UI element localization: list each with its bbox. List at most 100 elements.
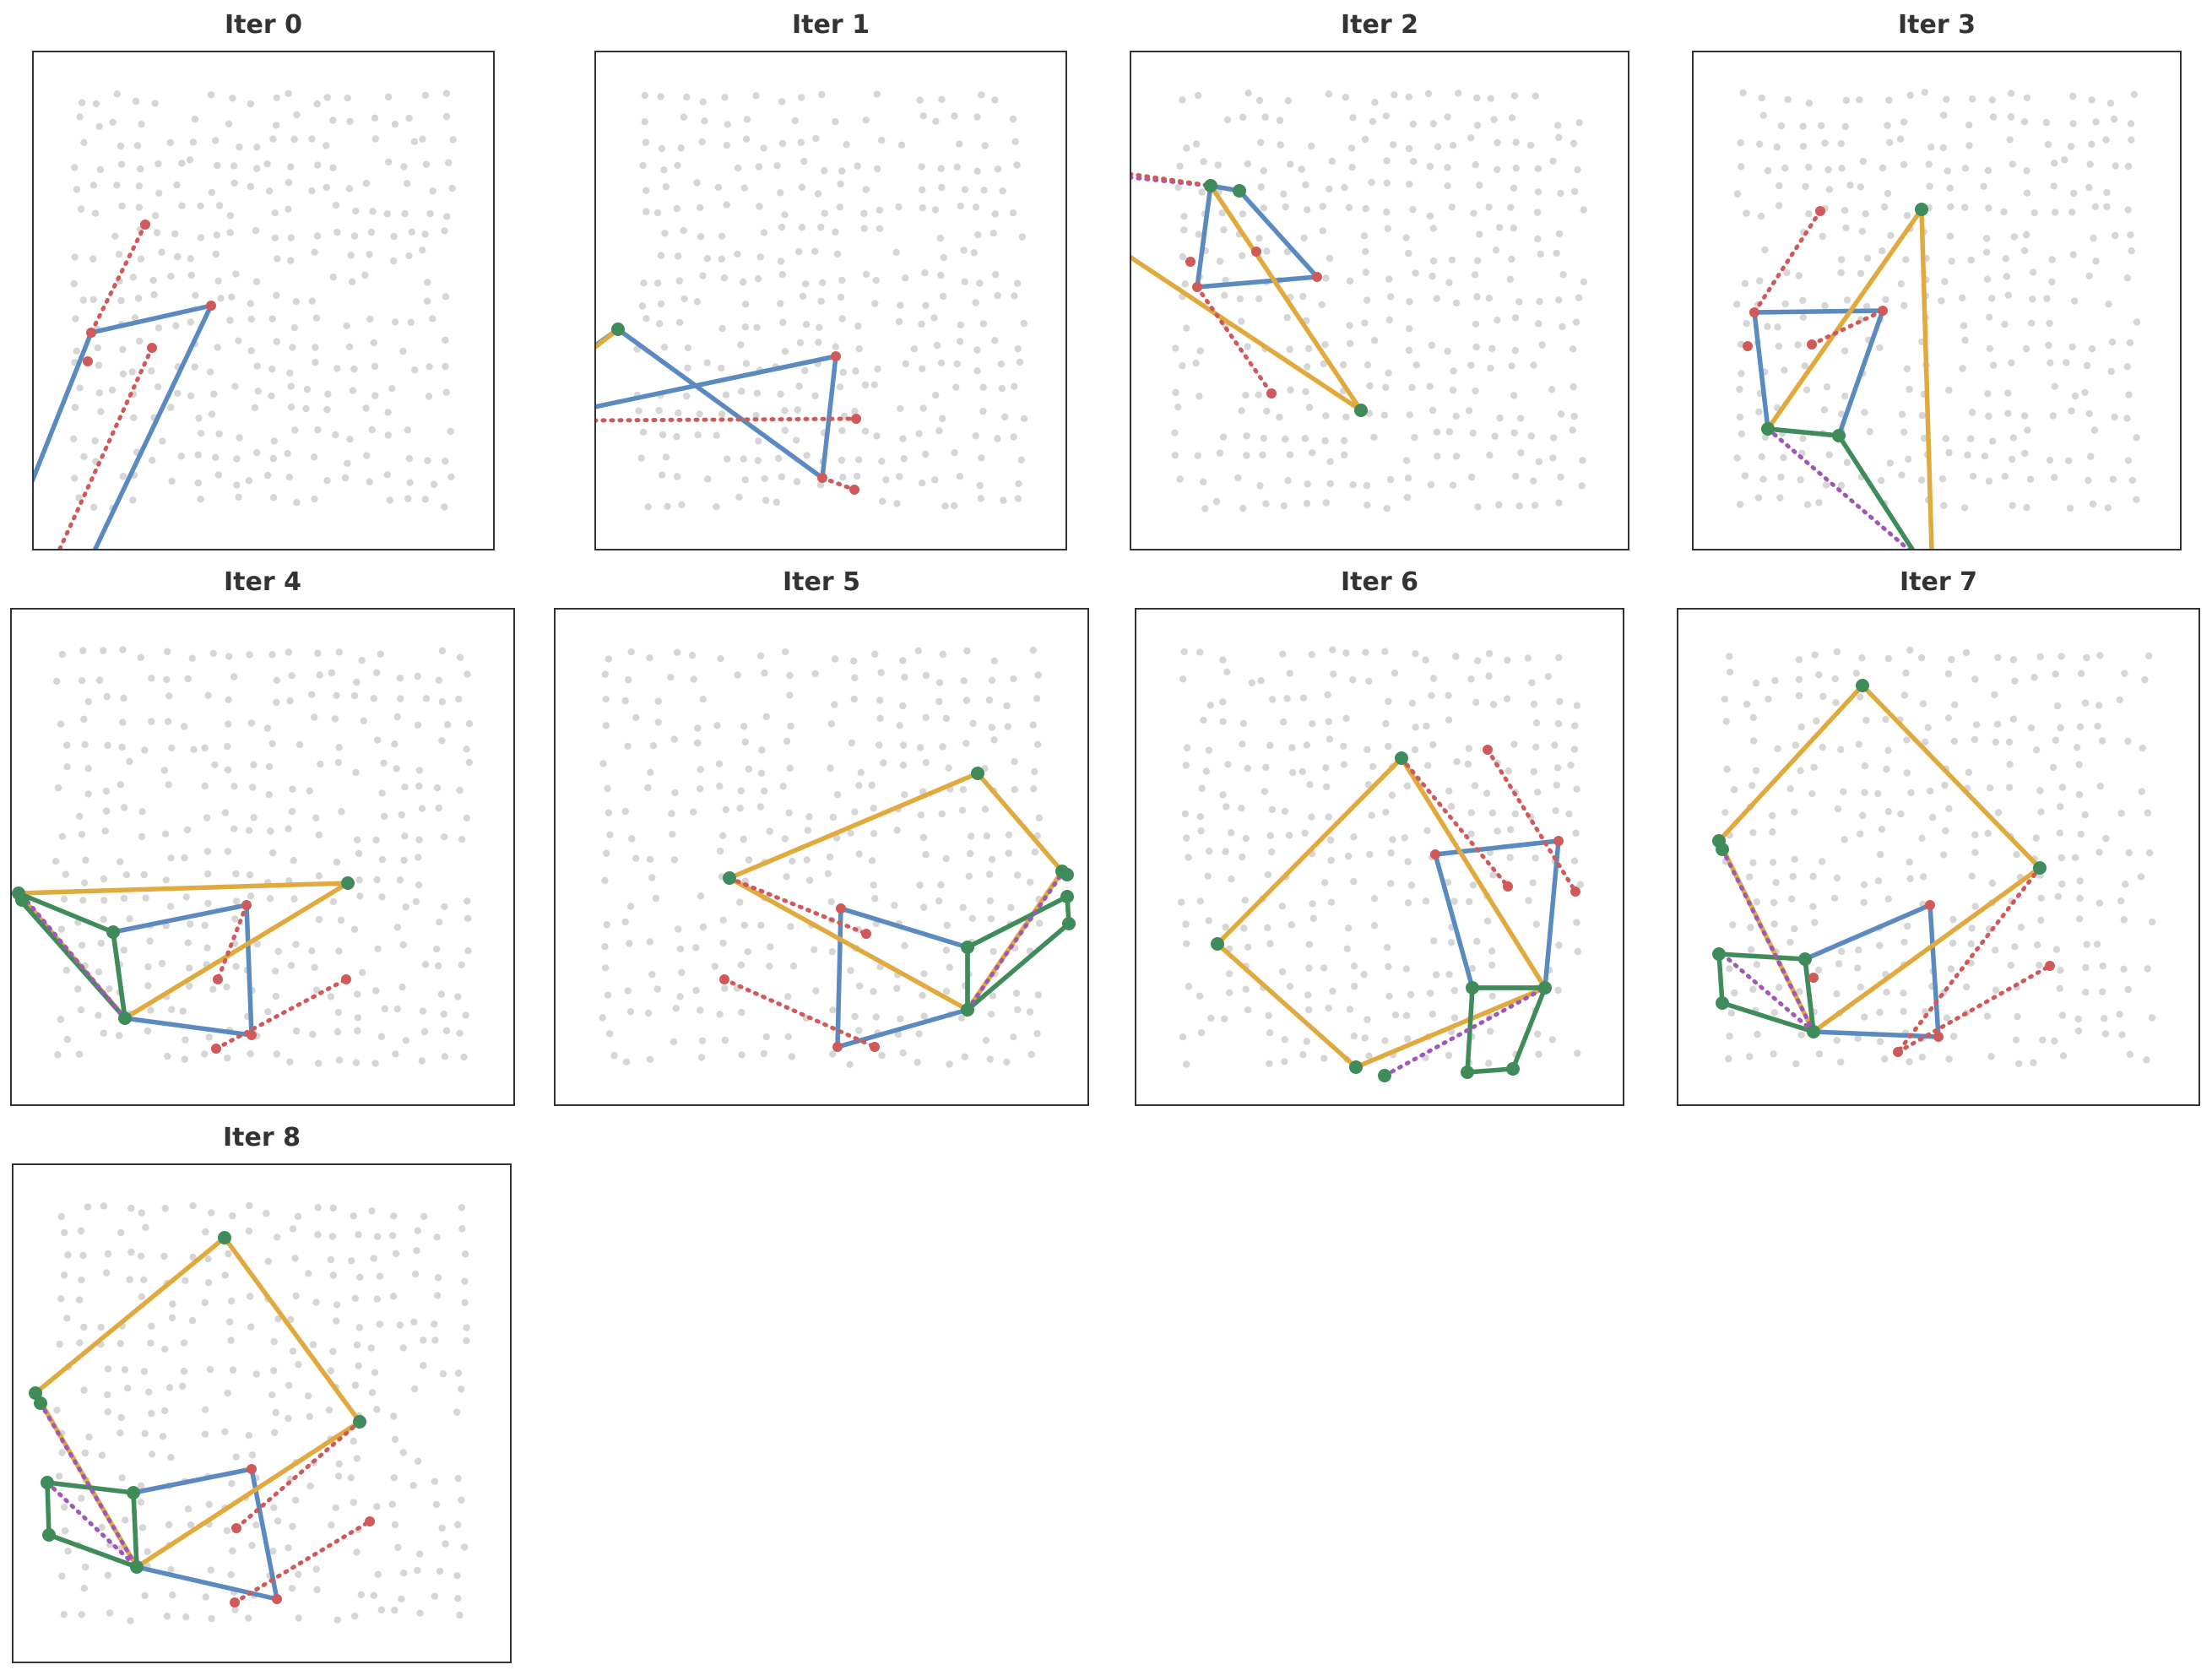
background-point: [126, 1276, 133, 1283]
background-point: [1532, 920, 1540, 928]
red-node: [1743, 341, 1753, 351]
background-point: [2145, 652, 2153, 659]
background-point: [1965, 768, 1972, 776]
background-point: [2081, 388, 2089, 396]
background-point: [1476, 182, 1483, 189]
background-point: [920, 1012, 928, 1020]
background-point: [229, 1212, 236, 1220]
background-point: [2116, 1011, 2123, 1018]
background-point: [458, 1496, 465, 1504]
background-point: [1731, 989, 1738, 997]
background-point: [1924, 724, 1932, 731]
background-point: [192, 291, 199, 300]
background-point: [2042, 118, 2050, 127]
background-point: [690, 675, 697, 683]
background-point: [2069, 251, 2077, 258]
background-point: [164, 648, 171, 655]
background-point: [1404, 858, 1412, 865]
background-point: [870, 881, 877, 889]
red-dotted-line: [1809, 308, 1885, 347]
background-point: [871, 650, 879, 658]
background-point: [1496, 414, 1504, 422]
background-point: [404, 495, 412, 502]
background-point: [333, 1616, 341, 1624]
background-point: [274, 1517, 282, 1525]
background-point: [202, 1228, 209, 1236]
background-point: [965, 872, 973, 880]
background-point: [1429, 1011, 1436, 1018]
background-point: [1389, 141, 1397, 149]
background-point: [1409, 120, 1417, 128]
background-point: [878, 497, 886, 505]
background-point: [1824, 165, 1832, 174]
background-point: [2085, 272, 2093, 279]
background-point: [1445, 970, 1453, 979]
background-point: [1184, 744, 1191, 751]
background-point: [1302, 181, 1309, 189]
background-point: [922, 671, 930, 680]
background-point: [214, 277, 222, 285]
background-point: [191, 115, 199, 123]
background-point: [415, 783, 423, 790]
background-point: [78, 941, 86, 949]
background-point: [390, 232, 398, 241]
background-point: [2124, 985, 2132, 994]
background-point: [2023, 504, 2030, 512]
background-point: [986, 897, 995, 905]
background-point: [1171, 429, 1179, 436]
background-point: [2121, 670, 2128, 677]
red-node: [719, 974, 729, 984]
background-point: [800, 157, 808, 165]
background-point: [1775, 202, 1783, 209]
background-point: [680, 226, 687, 235]
background-point: [1857, 183, 1864, 191]
background-point: [2096, 783, 2104, 790]
background-point: [783, 873, 790, 881]
background-point: [1739, 89, 1747, 97]
background-point: [1366, 850, 1374, 859]
background-point: [2081, 811, 2089, 819]
background-point: [2074, 744, 2081, 751]
background-point: [1837, 1058, 1845, 1066]
background-point: [734, 164, 742, 172]
background-point: [229, 95, 236, 102]
background-point: [367, 1344, 375, 1352]
background-point: [1852, 670, 1860, 677]
background-point: [811, 670, 819, 678]
background-point: [1833, 990, 1841, 998]
background-point: [464, 670, 471, 678]
background-point: [1882, 296, 1889, 304]
green-node: [341, 876, 355, 890]
background-point: [137, 1499, 144, 1506]
background-point: [2023, 167, 2030, 175]
background-point: [391, 1607, 398, 1614]
background-point: [102, 787, 111, 795]
background-point: [1403, 782, 1412, 790]
background-point: [1730, 786, 1738, 794]
background-point: [1261, 788, 1269, 795]
background-point: [972, 299, 979, 306]
background-point: [308, 947, 316, 955]
background-point: [1900, 160, 1908, 169]
background-point: [1370, 433, 1378, 442]
background-point: [1429, 675, 1438, 682]
background-point: [2009, 455, 2016, 464]
background-point: [721, 984, 729, 992]
green-node: [353, 1415, 366, 1429]
background-point: [1013, 279, 1022, 287]
green-node: [971, 767, 984, 780]
background-point: [1533, 209, 1542, 216]
background-point: [1749, 859, 1757, 867]
background-point: [1194, 452, 1201, 459]
background-point: [1856, 96, 1863, 104]
background-point: [919, 991, 926, 1000]
background-point: [1846, 182, 1854, 189]
background-point: [147, 1006, 155, 1014]
background-point: [1255, 96, 1264, 105]
background-point: [1781, 300, 1789, 308]
background-point: [939, 743, 946, 751]
background-point: [2075, 761, 2083, 768]
background-point: [1772, 879, 1780, 887]
background-point: [1803, 386, 1811, 393]
background-point: [784, 1033, 792, 1040]
